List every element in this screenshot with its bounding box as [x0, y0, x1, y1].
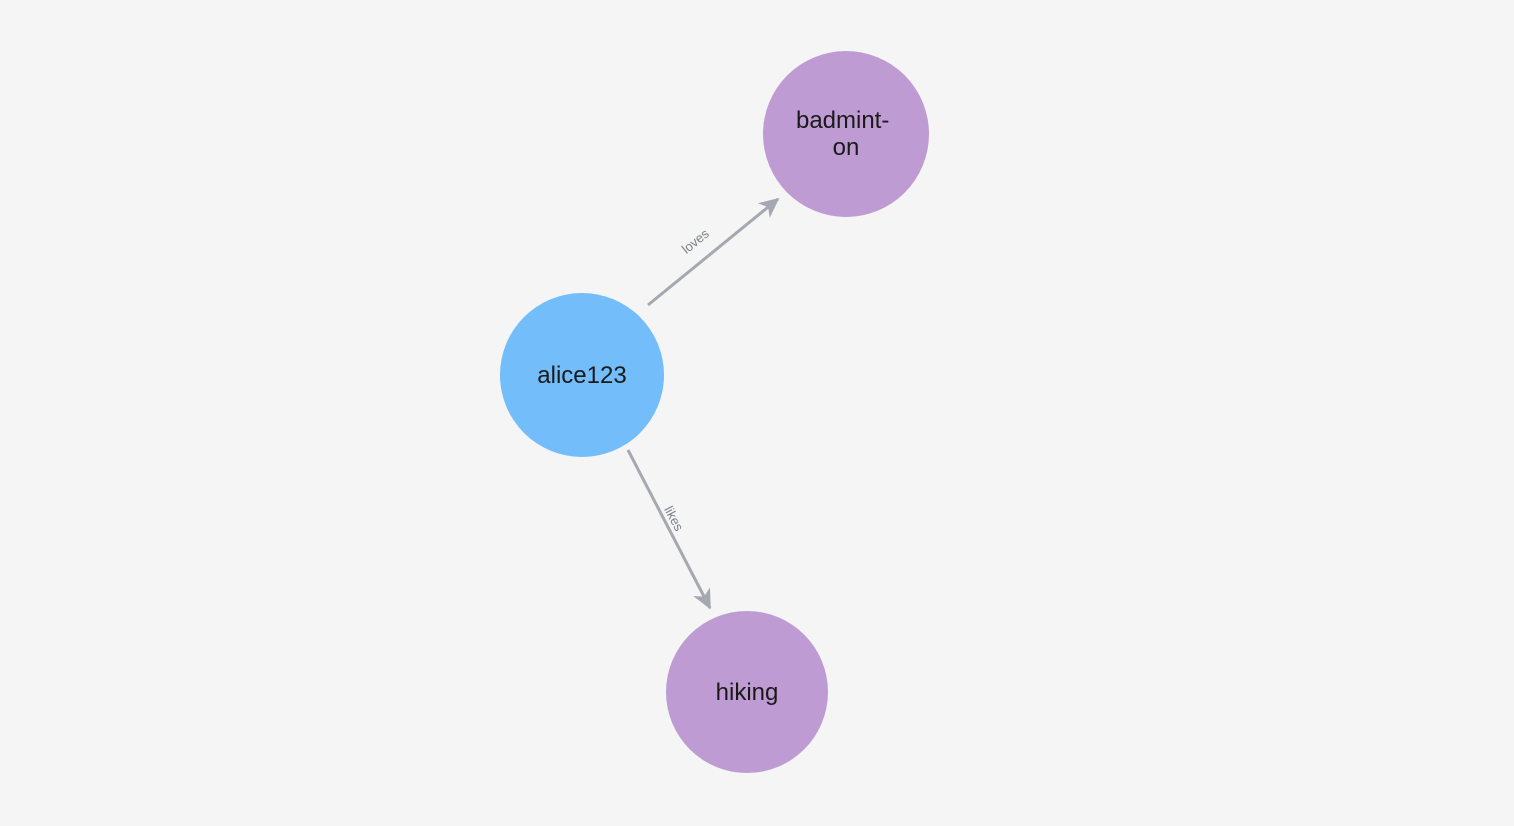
- edge-line-loves[interactable]: [647, 197, 780, 307]
- node-circle-badminton[interactable]: [763, 51, 929, 217]
- node-alice123[interactable]: alice123: [500, 293, 664, 457]
- edge-alice123-loves-badminton[interactable]: loves: [647, 197, 780, 307]
- edge-label-loves: loves: [679, 225, 712, 256]
- edge-line-likes[interactable]: [626, 449, 712, 610]
- nodes-layer: badmint- on alice123 hiking: [500, 51, 929, 773]
- node-circle-alice123[interactable]: [500, 293, 664, 457]
- node-hiking[interactable]: hiking: [666, 611, 828, 773]
- edge-alice123-likes-hiking[interactable]: likes: [626, 449, 712, 610]
- node-circle-hiking[interactable]: [666, 611, 828, 773]
- node-badminton[interactable]: badmint- on: [763, 51, 929, 217]
